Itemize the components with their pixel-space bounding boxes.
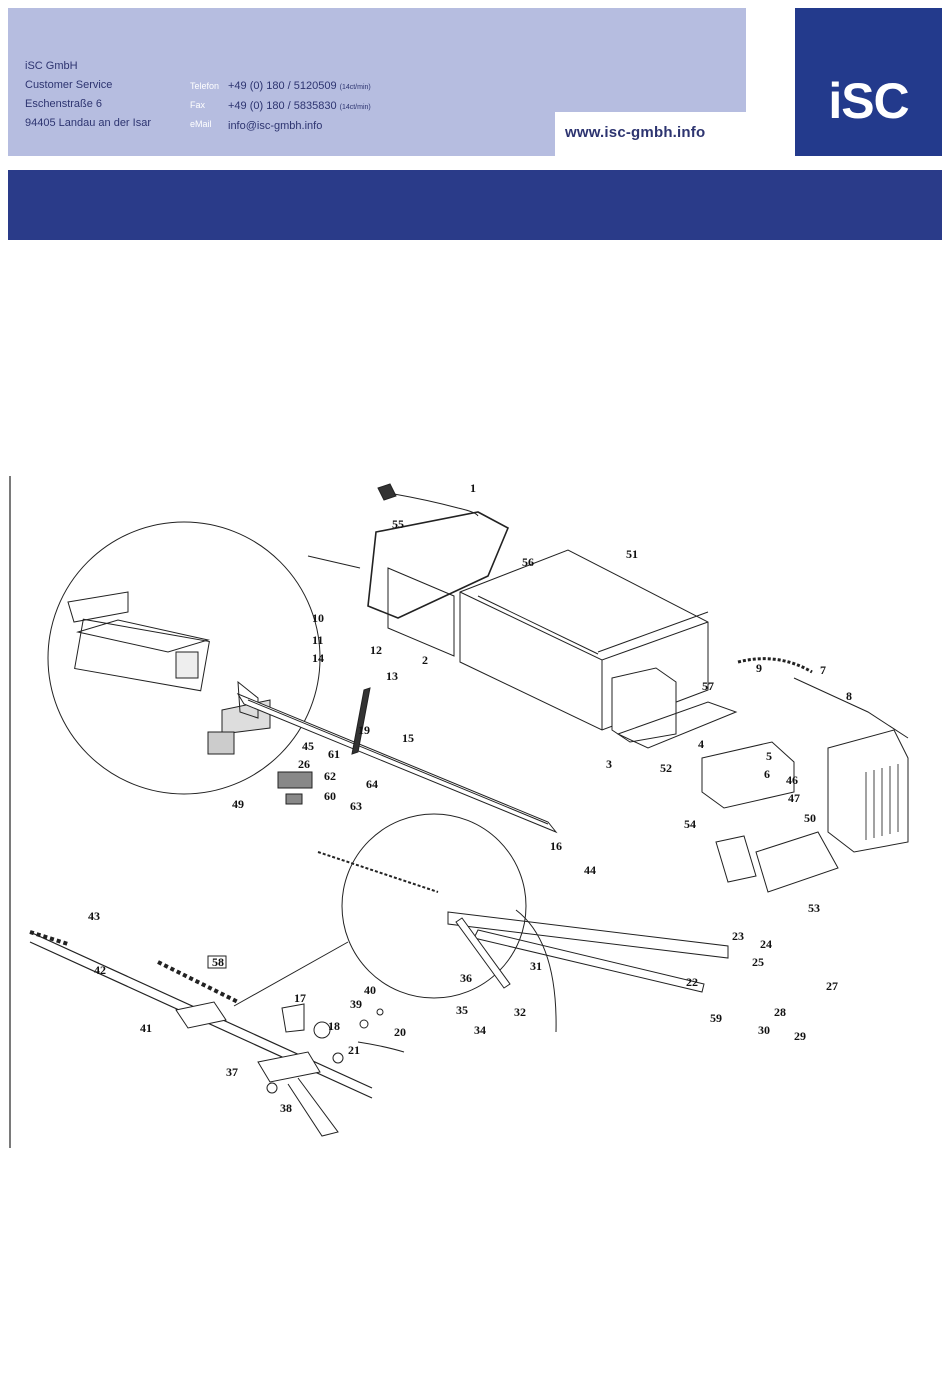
label-part-37: 37 (226, 1065, 238, 1079)
phone-line: +49 (0) 180 / 5120509 (14ct/min) (228, 77, 371, 97)
label-part-9: 9 (756, 661, 762, 675)
label-part-16: 16 (550, 839, 562, 853)
detail-circle-motor (47, 521, 321, 795)
label-part-39: 39 (350, 997, 362, 1011)
label-part-21: 21 (348, 1043, 360, 1057)
label-part-5: 5 (766, 749, 772, 763)
label-part-50: 50 (804, 811, 816, 825)
fax-label: Fax (190, 100, 206, 110)
label-part-47: 47 (788, 791, 800, 805)
label-part-62: 62 (324, 769, 336, 783)
title-band (8, 170, 942, 240)
contact-labels: Telefon Fax eMail (190, 77, 219, 134)
company-department: Customer Service (25, 79, 113, 91)
label-part-46: 46 (786, 773, 798, 787)
label-part-45: 45 (302, 739, 314, 753)
label-part-6: 6 (764, 767, 770, 781)
fax-number: +49 (0) 180 / 5835830 (228, 100, 337, 112)
phone-number[interactable]: +49 (0) 180 / 5120509 (228, 80, 337, 92)
isc-logo: iSC (795, 8, 942, 156)
label-part-4: 4 (698, 737, 704, 751)
diagram-svg: 1 55 56 51 2 10 11 12 13 14 7 8 9 57 3 5… (9, 476, 909, 1148)
label-part-43: 43 (88, 909, 100, 923)
label-part-40: 40 (364, 983, 376, 997)
exploded-parts-diagram: 1 55 56 51 2 10 11 12 13 14 7 8 9 57 3 5… (8, 472, 942, 1148)
label-part-38: 38 (280, 1101, 292, 1115)
label-part-30: 30 (758, 1023, 770, 1037)
label-part-44: 44 (584, 863, 596, 877)
label-part-57: 57 (702, 679, 714, 693)
label-part-15: 15 (402, 731, 414, 745)
label-part-19: 19 (358, 723, 370, 737)
email-address[interactable]: info@isc-gmbh.info (228, 120, 323, 132)
label-part-52: 52 (660, 761, 672, 775)
label-part-10: 10 (312, 611, 324, 625)
detail-circle-carriage (341, 813, 527, 999)
phone-label: Telefon (190, 81, 220, 91)
fax-line: +49 (0) 180 / 5835830 (14ct/min) (228, 97, 371, 117)
email-line: info@isc-gmbh.info (228, 117, 371, 136)
label-part-35: 35 (456, 1003, 468, 1017)
label-part-20: 20 (394, 1025, 406, 1039)
label-part-56: 56 (522, 555, 534, 569)
phone-rate: (14ct/min) (339, 84, 371, 91)
label-part-23: 23 (732, 929, 744, 943)
label-part-26: 26 (298, 757, 310, 771)
label-part-34: 34 (474, 1023, 486, 1037)
label-part-60: 60 (324, 789, 336, 803)
label-part-49: 49 (232, 797, 244, 811)
label-part-53: 53 (808, 901, 820, 915)
logo-text: iSC (828, 73, 909, 129)
label-part-29: 29 (794, 1029, 806, 1043)
label-part-12: 12 (370, 643, 382, 657)
label-part-14: 14 (312, 651, 324, 665)
label-part-27: 27 (826, 979, 838, 993)
label-part-25: 25 (752, 955, 764, 969)
label-part-18: 18 (328, 1019, 340, 1033)
label-part-54: 54 (684, 817, 696, 831)
label-part-22: 22 (686, 975, 698, 989)
label-part-36: 36 (460, 971, 472, 985)
label-part-41: 41 (140, 1021, 152, 1035)
label-part-2: 2 (422, 653, 428, 667)
website-box: www.isc-gmbh.info (555, 112, 746, 156)
label-part-63: 63 (350, 799, 362, 813)
company-city: 94405 Landau an der Isar (25, 117, 151, 129)
contact-values: +49 (0) 180 / 5120509 (14ct/min) +49 (0)… (228, 77, 371, 136)
label-part-24: 24 (760, 937, 772, 951)
label-part-7: 7 (820, 663, 826, 677)
label-part-61: 61 (328, 747, 340, 761)
label-part-64: 64 (366, 777, 378, 791)
label-part-17: 17 (294, 991, 306, 1005)
label-part-11: 11 (312, 633, 323, 647)
label-part-13: 13 (386, 669, 398, 683)
label-part-55: 55 (392, 517, 404, 531)
label-part-1: 1 (470, 481, 476, 495)
company-street: Eschenstraße 6 (25, 98, 103, 110)
label-part-32: 32 (514, 1005, 526, 1019)
label-part-59: 59 (710, 1011, 722, 1025)
company-name: iSC GmbH (25, 60, 78, 72)
label-part-58: 58 (212, 955, 224, 969)
website-link[interactable]: www.isc-gmbh.info (565, 124, 706, 141)
label-part-3: 3 (606, 757, 612, 771)
label-part-28: 28 (774, 1005, 786, 1019)
fax-rate: (14ct/min) (339, 104, 371, 111)
company-address: iSC GmbH Customer Service Eschenstraße 6… (25, 57, 151, 133)
email-label: eMail (190, 119, 212, 129)
label-part-51: 51 (626, 547, 638, 561)
label-part-42: 42 (94, 963, 106, 977)
label-part-8: 8 (846, 689, 852, 703)
label-part-31: 31 (530, 959, 542, 973)
